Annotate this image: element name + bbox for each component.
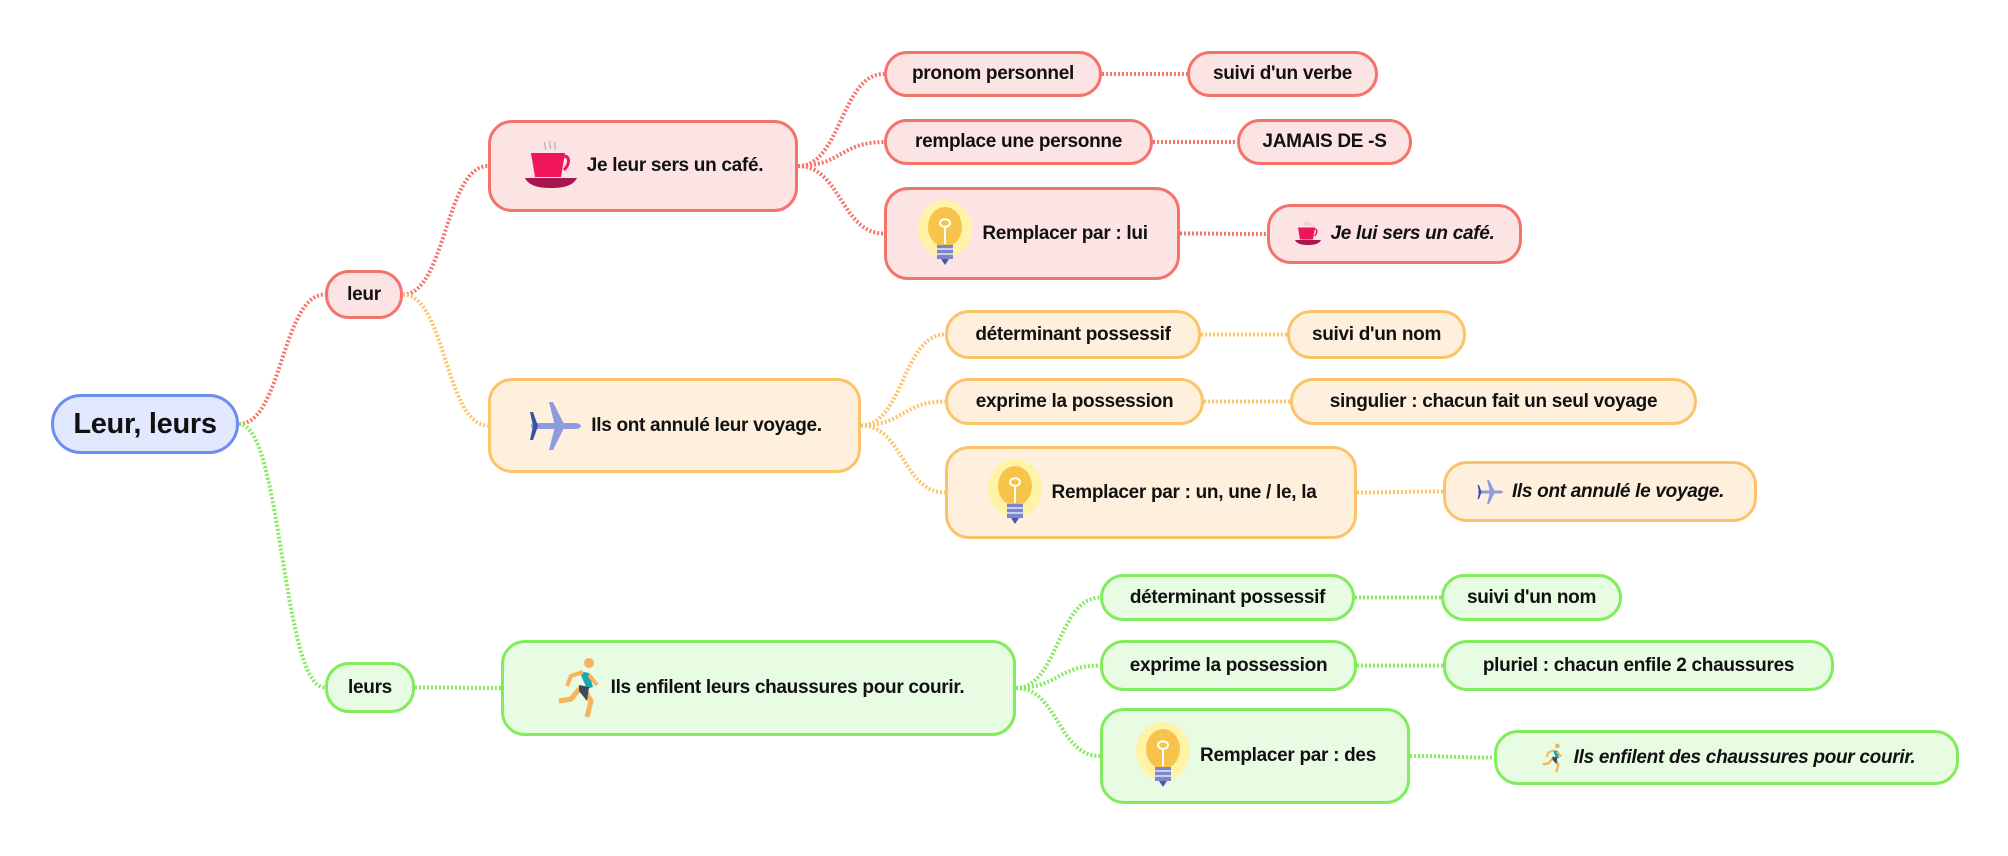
node-label: pronom personnel: [912, 63, 1074, 84]
node-label: leur: [347, 283, 381, 305]
node-label: Ils ont annulé leur voyage.: [591, 414, 822, 436]
node-determinant-possessif-pluriel[interactable]: déterminant possessif: [1100, 574, 1355, 621]
node-remplacer-un-une[interactable]: Remplacer par : un, une / le, la: [945, 446, 1357, 539]
node-label: suivi d'un nom: [1311, 323, 1442, 345]
connector-line: [797, 72, 885, 168]
node-leur[interactable]: leur: [325, 270, 403, 319]
connector-line: [238, 292, 326, 426]
node-singulier[interactable]: singulier : chacun fait un seul voyage: [1290, 378, 1697, 425]
node-determinant-possessif[interactable]: déterminant possessif: [945, 310, 1201, 359]
node-label: exprime la possession: [975, 390, 1174, 412]
node-jamais-s[interactable]: JAMAIS DE -S: [1237, 119, 1412, 165]
node-label: remplace une personne: [915, 131, 1122, 152]
node-leurs[interactable]: leurs: [325, 662, 415, 713]
node-label: déterminant possessif: [1129, 586, 1326, 608]
node-label: déterminant possessif: [975, 323, 1171, 345]
connector-line: [860, 332, 946, 428]
connector-line: [1409, 754, 1495, 760]
node-example-leurs[interactable]: Ils enfilent leurs chaussures pour couri…: [501, 640, 1016, 736]
lightbulb-icon: [986, 458, 1044, 528]
node-label: Ils ont annulé le voyage.: [1511, 480, 1725, 502]
node-label: Je lui sers un café.: [1330, 223, 1495, 244]
lightbulb-icon: [1134, 721, 1192, 791]
connector-line: [797, 140, 885, 168]
root-label: Leur, leurs: [73, 407, 217, 440]
node-remplace-personne[interactable]: remplace une personne: [884, 119, 1153, 165]
node-label: pluriel : chacun enfile 2 chaussures: [1482, 654, 1795, 676]
node-label: Ils enfilent des chaussures pour courir.: [1573, 746, 1916, 768]
connector-line: [238, 422, 326, 690]
connector-line: [402, 292, 489, 428]
connector-line: [414, 685, 502, 690]
node-label: Remplacer par : des: [1200, 745, 1376, 766]
connector-line: [1015, 663, 1101, 690]
connector-line: [797, 164, 885, 236]
node-label: leurs: [348, 676, 392, 698]
node-label: exprime la possession: [1129, 654, 1328, 676]
node-example-lui[interactable]: Je lui sers un café.: [1267, 204, 1522, 264]
node-remplacer-des[interactable]: Remplacer par : des: [1100, 708, 1410, 804]
node-example-determiner[interactable]: Ils ont annulé leur voyage.: [488, 378, 861, 473]
connector-line: [860, 423, 946, 495]
node-example-des[interactable]: Ils enfilent des chaussures pour courir.: [1494, 730, 1959, 785]
node-exprime-possession-pluriel[interactable]: exprime la possession: [1100, 640, 1357, 691]
node-suivi-nom-pluriel[interactable]: suivi d'un nom: [1441, 574, 1622, 621]
node-label: JAMAIS DE -S: [1262, 131, 1387, 152]
node-example-le-voyage[interactable]: Ils ont annulé le voyage.: [1443, 461, 1757, 522]
node-example-pronoun[interactable]: Je leur sers un café.: [488, 120, 798, 212]
node-label: Ils enfilent leurs chaussures pour couri…: [610, 677, 965, 698]
airplane-icon: [527, 398, 583, 454]
runner-icon: [1538, 742, 1566, 773]
connector-line: [1356, 489, 1444, 495]
connector-line: [1015, 595, 1101, 690]
node-label: suivi d'un nom: [1466, 586, 1597, 608]
runner-icon: [553, 657, 603, 719]
node-pluriel[interactable]: pluriel : chacun enfile 2 chaussures: [1443, 640, 1834, 691]
root-node[interactable]: Leur, leurs: [51, 394, 239, 454]
node-remplacer-lui[interactable]: Remplacer par : lui: [884, 187, 1180, 280]
node-label: singulier : chacun fait un seul voyage: [1329, 390, 1658, 412]
node-label: Remplacer par : lui: [982, 222, 1148, 244]
connector-line: [860, 399, 946, 428]
node-suivi-verbe[interactable]: suivi d'un verbe: [1187, 51, 1378, 97]
coffee-cup-icon: [523, 138, 579, 194]
coffee-cup-icon: [1294, 219, 1322, 249]
node-label: Je leur sers un café.: [586, 155, 764, 176]
connector-line: [402, 164, 489, 297]
node-exprime-possession[interactable]: exprime la possession: [945, 378, 1204, 425]
connector-line: [1179, 231, 1268, 236]
airplane-icon: [1476, 477, 1504, 507]
node-label: suivi d'un verbe: [1212, 63, 1353, 84]
connector-line: [1015, 686, 1101, 758]
node-label: Remplacer par : un, une / le, la: [1051, 481, 1317, 503]
lightbulb-icon: [916, 199, 974, 269]
node-suivi-nom[interactable]: suivi d'un nom: [1287, 310, 1466, 359]
node-pronom-personnel[interactable]: pronom personnel: [884, 51, 1102, 97]
